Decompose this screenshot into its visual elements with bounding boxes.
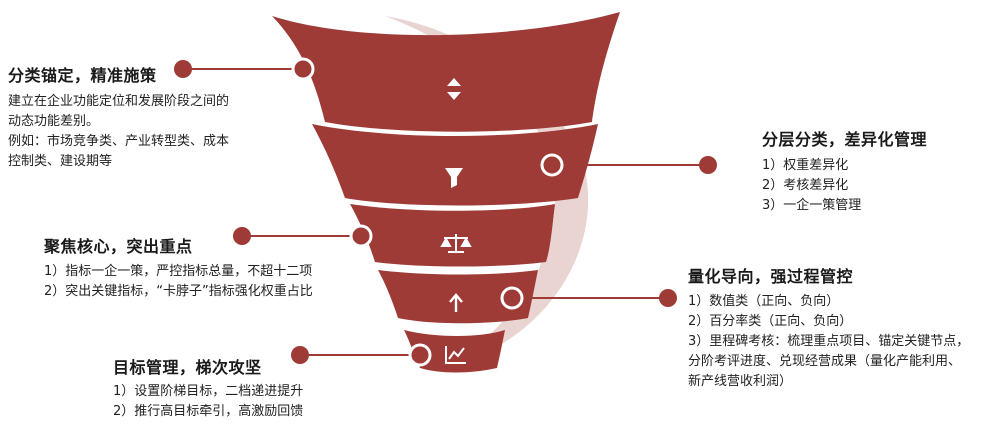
block-line: 1）设置阶梯目标，二档递进提升 bbox=[113, 384, 304, 399]
block-title: 分层分类，差异化管理 bbox=[762, 130, 928, 149]
arrow-up-icon bbox=[449, 293, 463, 312]
ring-target bbox=[408, 343, 432, 367]
funnel-level-1 bbox=[272, 12, 620, 132]
block-line: 2）百分率类（正向、负向） bbox=[688, 314, 853, 329]
block-title: 量化导向，强过程管控 bbox=[688, 267, 854, 286]
block-line: 1）权重差异化 bbox=[762, 158, 849, 173]
funnel-level-4 bbox=[378, 270, 538, 324]
block-line: 控制类、建设期等 bbox=[8, 154, 113, 169]
line-chart-icon bbox=[445, 346, 466, 364]
ring-focus bbox=[349, 224, 373, 248]
block-line: 3）里程碑考核：梳理重点项目、锚定关键节点， bbox=[688, 334, 970, 349]
sort-arrows-icon bbox=[447, 78, 461, 100]
block-line: 2）考核差异化 bbox=[762, 178, 849, 193]
block-focus: 聚焦核心，突出重点 1）指标一企一策，严控指标总量，不超十二项 2）突出关键指标… bbox=[44, 233, 313, 302]
block-line: 例如：市场竞争类、产业转型类、成本 bbox=[8, 134, 230, 149]
block-title: 目标管理，梯次攻坚 bbox=[113, 358, 262, 377]
block-line: 新产线营收利润） bbox=[688, 374, 793, 389]
filter-icon bbox=[445, 168, 463, 188]
ring-quantify bbox=[500, 286, 524, 310]
ring-markers bbox=[291, 57, 564, 367]
block-title: 分类锚定，精准施策 bbox=[8, 66, 157, 85]
dot-focus bbox=[233, 227, 251, 245]
block-layered: 分层分类，差异化管理 1）权重差异化 2）考核差异化 3）一企一策管理 bbox=[762, 126, 927, 216]
block-classify: 分类锚定，精准施策 建立在企业功能定位和发展阶段之间的 动态功能差别。 例如：市… bbox=[8, 62, 229, 172]
block-target: 目标管理，梯次攻坚 1）设置阶梯目标，二档递进提升 2）推行高目标牵引，高激励回… bbox=[113, 354, 303, 422]
block-line: 分阶考评进度、兑现经营成果（量化产能利用、 bbox=[688, 354, 962, 369]
funnel-level-3 bbox=[350, 204, 555, 267]
block-line: 3）一企一策管理 bbox=[762, 198, 862, 213]
dot-quantify bbox=[659, 289, 677, 307]
block-line: 1）数值类（正向、负向） bbox=[688, 294, 840, 309]
block-quantify: 量化导向，强过程管控 1）数值类（正向、负向） 2）百分率类（正向、负向） 3）… bbox=[688, 263, 969, 392]
ring-layered bbox=[540, 153, 564, 177]
funnel-level-5 bbox=[404, 330, 505, 373]
block-line: 动态功能差别。 bbox=[8, 114, 100, 129]
block-line: 2）推行高目标牵引，高激励回馈 bbox=[113, 404, 304, 419]
dot-layered bbox=[699, 156, 717, 174]
block-title: 聚焦核心，突出重点 bbox=[44, 237, 193, 256]
endpoint-dots bbox=[174, 60, 717, 364]
dot-classify bbox=[174, 60, 192, 78]
block-line: 1）指标一企一策，严控指标总量，不超十二项 bbox=[44, 264, 313, 279]
dot-target bbox=[291, 346, 309, 364]
block-line: 建立在企业功能定位和发展阶段之间的 bbox=[8, 94, 230, 109]
balance-scale-icon bbox=[440, 234, 472, 253]
connector-lines bbox=[183, 68, 708, 356]
block-line: 2）突出关键指标，“卡脖子”指标强化权重占比 bbox=[44, 284, 313, 299]
ring-classify bbox=[291, 57, 315, 81]
funnel-level-2 bbox=[312, 124, 598, 206]
